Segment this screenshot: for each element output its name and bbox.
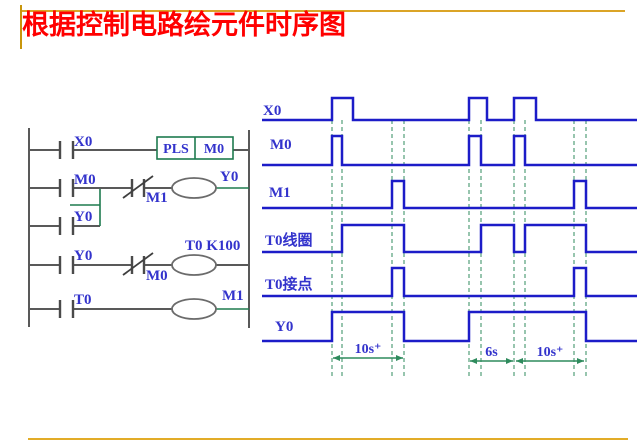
ladder-wires [28,128,250,328]
pls-box-opcode-label: PLS [163,142,189,157]
pls-box-operand-label: M0 [204,142,224,157]
waveform-t0-contact [262,266,637,298]
waveform-x0 [262,96,637,122]
time-span-label: 10s⁺ [355,342,382,357]
ladder-contact-bars [58,141,146,318]
ladder-diagram: PLS M0 X0 M0 M1 Y0 Y0 Y0 M0 T0 K100 T0 M… [28,128,250,328]
waveform-t0-coil [262,223,637,254]
coil-label-t0k100: T0 K100 [185,238,240,254]
contact-label-m0: M0 [74,172,96,188]
arrowhead-right [396,355,403,361]
time-span-10s-first: 10s⁺ [333,342,403,361]
coil-m1 [171,298,217,320]
contact-label-y0: Y0 [74,248,92,264]
waveform-y0 [262,310,637,343]
page-title: 根据控制电路绘元件时序图 [22,10,346,40]
nc-contact-label-m1: M1 [146,190,168,206]
coil-label-m1: M1 [222,288,244,304]
contact-label-x0: X0 [74,134,92,150]
guide-lines [331,120,587,376]
coil-t0 [171,254,217,276]
arrowhead-left [516,358,523,364]
waveform-m1 [262,179,637,210]
ladder-nc-slashes [122,175,154,276]
row-label-m0: M0 [270,137,292,153]
title-left-rule [20,5,22,49]
row-label-x0: X0 [263,103,281,119]
waveform-m0 [262,134,637,167]
time-span-10s-second: 10s⁺ [516,345,584,364]
ladder-green-wires [70,187,249,310]
parallel-contact-label-y0: Y0 [74,209,92,225]
footer-rule [28,438,628,440]
nc-contact-label-m0: M0 [146,268,168,284]
arrowhead-left [333,355,340,361]
row-label-t0-contact: T0接点 [265,275,313,293]
time-span-label: 6s [485,345,498,360]
row-label-y0: Y0 [275,319,293,335]
coil-y0 [171,177,217,199]
arrowhead-left [470,358,477,364]
row-label-t0-coil: T0线圈 [265,231,313,249]
time-span-label: 10s⁺ [537,345,564,360]
arrowhead-right [506,358,513,364]
arrowhead-right [577,358,584,364]
time-span-6s: 6s [470,345,513,364]
contact-label-t0: T0 [74,292,92,308]
title-underline-rule [21,10,625,12]
row-label-m1: M1 [269,185,291,201]
timing-diagram: X0 M0 M1 T0线圈 T0接点 Y0 10s⁺ 6s 10s⁺ [262,96,637,376]
coil-label-y0: Y0 [220,169,238,185]
